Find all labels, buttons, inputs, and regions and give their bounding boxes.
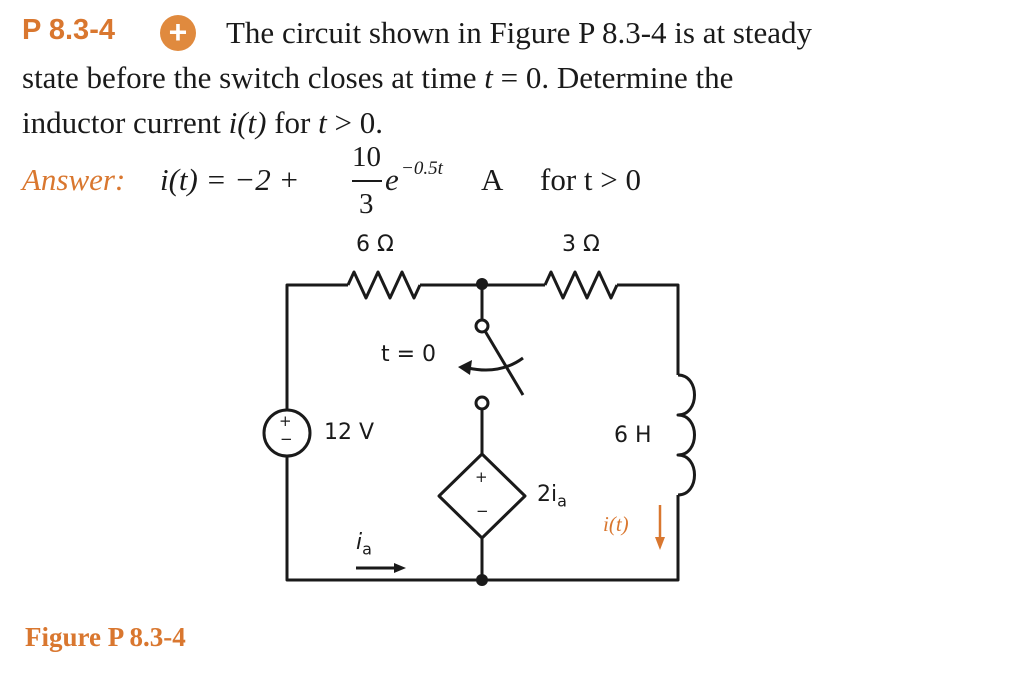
fraction-bar [352,180,382,182]
answer-label: Answer: [22,162,126,197]
switch-blade [483,330,525,396]
ia-arrowhead [394,563,406,573]
voltage-source [262,408,312,458]
text: state before the switch closes at time [22,60,485,95]
answer-denominator: 3 [359,188,374,220]
switch-arrowhead [458,360,472,375]
plus-circle-icon: + [160,15,196,51]
wire-top-right [617,283,680,375]
current-i-label: i(t) [603,512,629,536]
node-top [476,278,488,290]
source-label: 12 V [324,420,375,445]
var-t: t [318,105,327,140]
dependent-source [437,452,527,540]
answer-numerator: 10 [352,141,381,173]
text: i [356,530,363,555]
inductor-6H [676,373,696,497]
problem-line-2: state before the switch closes at time t… [22,55,733,100]
r2-label: 3 Ω [562,232,600,257]
text: > 0. [326,105,383,140]
problem-line-1: The circuit shown in Figure P 8.3-4 is a… [226,15,813,50]
answer-lhs: i(t) = −2 + [160,162,300,197]
answer-condition: for t > 0 [540,162,641,197]
subscript: a [362,539,372,559]
subscript: a [557,491,567,511]
text: 2i [537,482,558,507]
problem-line-3: inductor current i(t) for t > 0. [22,100,383,145]
figure-caption: Figure P 8.3-4 [25,622,186,652]
resistor-6ohm [346,270,422,300]
text: = 0. Determine the [492,60,734,95]
dep-plus: + [475,468,488,486]
text: for [266,105,319,140]
wire-top-left [285,283,348,410]
answer-base: e [385,162,399,197]
var-i: i(t) [228,105,267,140]
switch-terminal-bottom [474,395,490,411]
answer-unit: A [481,162,504,197]
r1-label: 6 Ω [356,232,394,257]
resistor-3ohm [543,270,619,300]
var-t: t [484,60,493,95]
switch-terminal-top [474,318,490,334]
text: inductor current [22,105,229,140]
switch-label: t = 0 [381,342,437,367]
dep-source-label: 2ia [537,482,567,510]
inductor-label: 6 H [614,423,652,448]
source-minus: − [280,430,293,448]
node-bottom [476,574,488,586]
dep-minus: − [476,502,489,520]
switch-arc [467,356,524,372]
answer-exponent: −0.5t [401,158,443,179]
source-plus: + [279,412,292,430]
problem-number: P 8.3-4 [22,14,115,46]
i-arrowhead [655,537,665,550]
current-ia-label: ia [356,530,372,558]
